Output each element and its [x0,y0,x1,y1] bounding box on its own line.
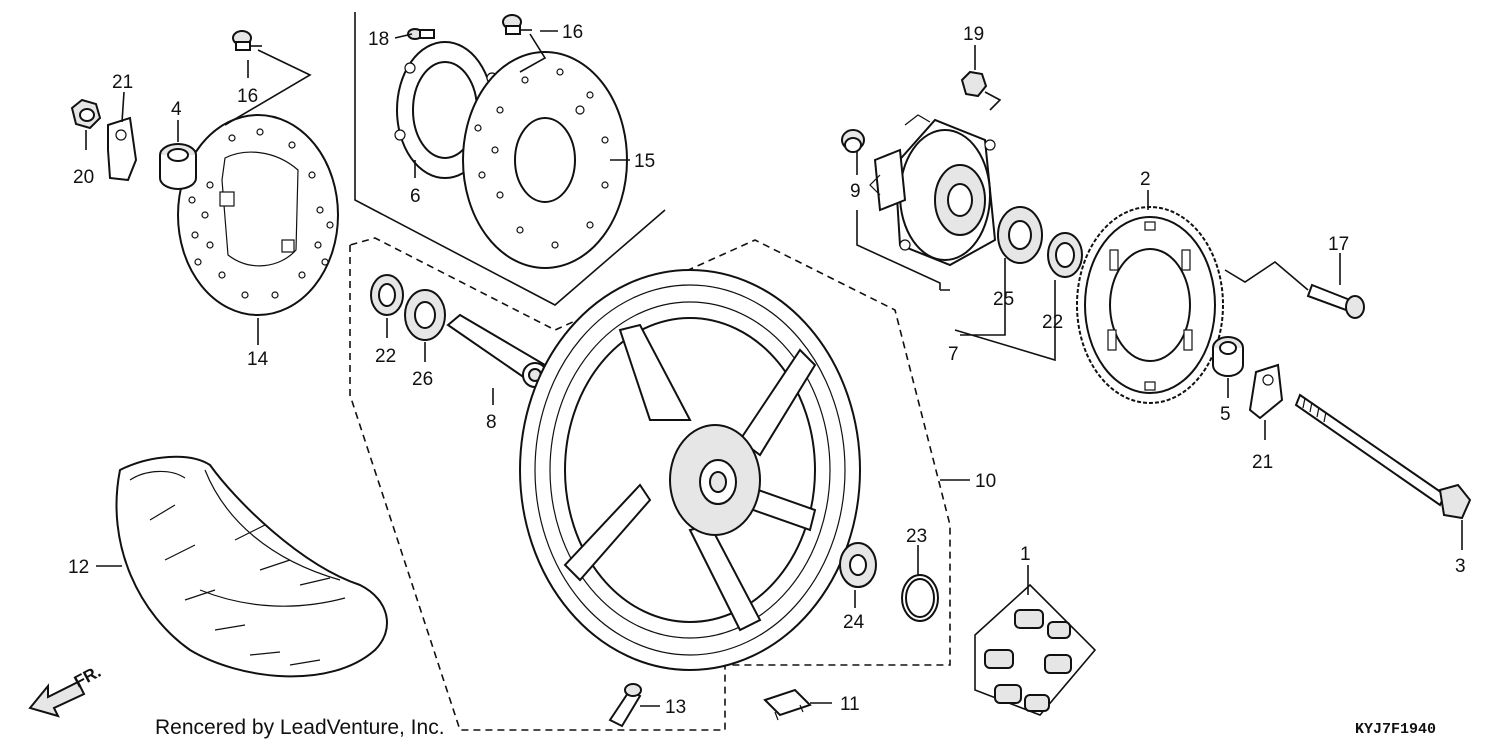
callout-20: 20 [73,167,94,188]
callout-22-left: 22 [375,346,396,367]
brake-disc-right [462,51,628,269]
dust-seal-left [370,274,404,316]
front-direction-arrow: FR. [28,662,104,718]
adjuster-plate-right [1248,363,1284,420]
wheel-assembly-boundary [349,237,951,731]
disc-bolt-right [502,14,532,35]
tire-valve [608,683,642,728]
callout-17: 17 [1328,234,1349,255]
callout-23: 23 [906,526,927,547]
callout-22-right: 22 [1042,312,1063,333]
sprocket-bolt [1306,283,1365,319]
disc-bolt-left [232,30,262,51]
flange-collar [841,129,865,153]
callout-26: 26 [412,369,433,390]
callout-9: 9 [850,181,861,202]
callout-16-right: 16 [562,22,583,43]
callout-1: 1 [1020,544,1031,565]
callout-19: 19 [963,24,984,45]
callout-13: 13 [665,697,686,718]
callout-10: 10 [975,471,996,492]
callout-12: 12 [68,557,89,578]
distance-collar [446,313,548,388]
side-collar-right [1212,336,1244,377]
pulser-bolt [407,28,435,40]
callout-15: 15 [634,151,655,172]
hub-group-lines [856,210,1056,362]
rear-tire [115,455,388,678]
driven-flange [869,114,997,267]
rear-wheel [519,269,861,671]
damper-rubber-set [974,583,1097,716]
callout-24: 24 [843,612,865,633]
sprocket-nut [960,70,988,98]
callout-11: 11 [840,694,860,715]
bearing-hub [997,206,1043,264]
bearing-left [404,289,446,341]
dust-seal-right [1047,232,1083,278]
side-collar [159,143,197,190]
rear-axle [1294,393,1472,520]
callout-labels: 1 2 3 4 5 6 7 8 9 10 11 12 13 14 15 16 1… [68,22,1466,718]
callout-16-left: 16 [237,86,258,107]
leader-lines [85,30,1463,707]
diagram-code: KYJ7F1940 [1355,721,1436,738]
callout-18: 18 [368,29,389,50]
axle-nut-left [70,98,102,130]
brake-disc-left [177,114,339,316]
callout-21-right: 21 [1252,452,1273,473]
balance-weight [763,688,812,721]
callout-6: 6 [410,186,421,207]
footer-credit: Rencered by LeadVenture, Inc. [155,716,445,739]
o-ring [901,574,939,622]
callout-3: 3 [1455,556,1466,577]
callout-8: 8 [486,412,497,433]
callout-4: 4 [171,99,182,120]
adjuster-plate-left [107,116,138,182]
callout-7: 7 [948,344,959,365]
driven-sprocket [1076,206,1224,404]
disc-group-boundary [354,12,666,306]
callout-14: 14 [247,349,269,370]
callout-21-left: 21 [112,72,133,93]
callout-25: 25 [993,289,1014,310]
bearing-right [839,542,877,588]
callout-2: 2 [1140,169,1151,190]
callout-5: 5 [1220,404,1231,425]
